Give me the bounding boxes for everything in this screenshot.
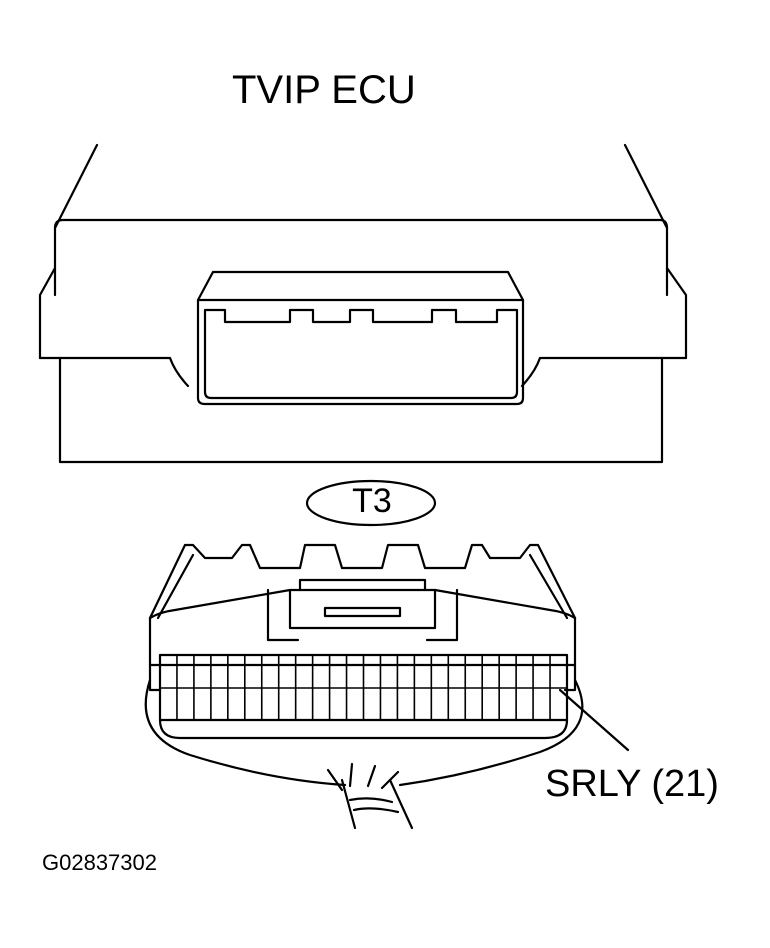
connector-id-label: T3 bbox=[352, 482, 392, 520]
ecu-title: TVIP ECU bbox=[232, 68, 416, 112]
ecu-body bbox=[38, 143, 688, 464]
figure-code: G02837302 bbox=[42, 850, 157, 875]
pin-leader-line bbox=[558, 688, 630, 752]
pin-label: SRLY (21) bbox=[545, 763, 719, 805]
ecu-receptacle bbox=[196, 270, 525, 406]
connector-plug bbox=[148, 543, 577, 692]
connector-id-oval bbox=[305, 479, 437, 527]
pin-grid bbox=[158, 653, 569, 722]
